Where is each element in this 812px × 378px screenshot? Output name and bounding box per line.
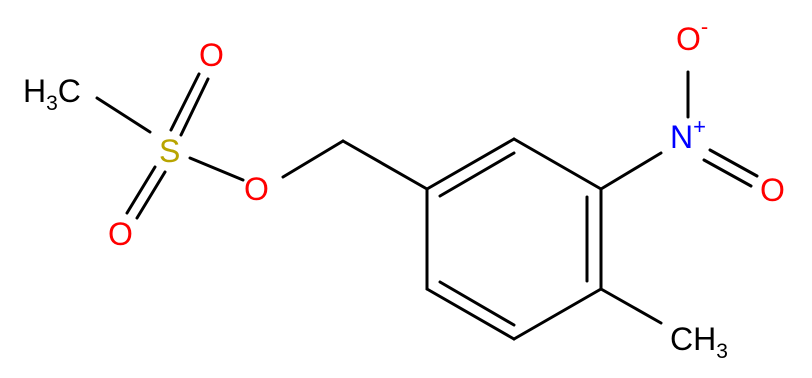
oxygen-ester-label: O [244,171,269,207]
ring-c1-c2 [425,137,516,191]
ring-c2-c3 [512,137,603,191]
bond-s-o-bottom-b [135,170,167,220]
bond-s-o-top-a [169,72,201,132]
bond-s-o-bottom-a [125,165,157,215]
bond-n-o-right-a [708,148,759,178]
ring-c4-c5 [512,287,603,341]
atom-labels: H3C S O O O N+ O- O CH3 [23,14,785,363]
bond-ch2-ring [341,139,429,191]
ring-c5-c6 [425,287,516,341]
bond-s-o-ester [188,156,245,182]
oxygen-nitro-right-label: O [760,172,785,208]
ring-c1-c2-inner [438,151,516,198]
bond-n-o-right-b [702,158,753,188]
nitrogen-label: N+ [670,114,706,155]
bond-ring-ch3 [599,287,663,325]
bond-s-o-top-b [179,77,210,137]
oxygen-top-label: O [199,37,224,73]
bond-ring-n [599,151,663,191]
bond-o-ch2 [281,139,345,179]
ch3-right-label: CH3 [670,321,728,363]
bonds [95,70,759,341]
ch3-left-label: H3C [23,73,81,115]
oxygen-bottom-label: O [108,216,133,252]
bond-ch3-s [95,96,152,134]
oxygen-nitro-top-label: O- [676,14,708,57]
sulfur-label: S [159,133,180,169]
ring-c5-c6-inner [438,280,516,327]
